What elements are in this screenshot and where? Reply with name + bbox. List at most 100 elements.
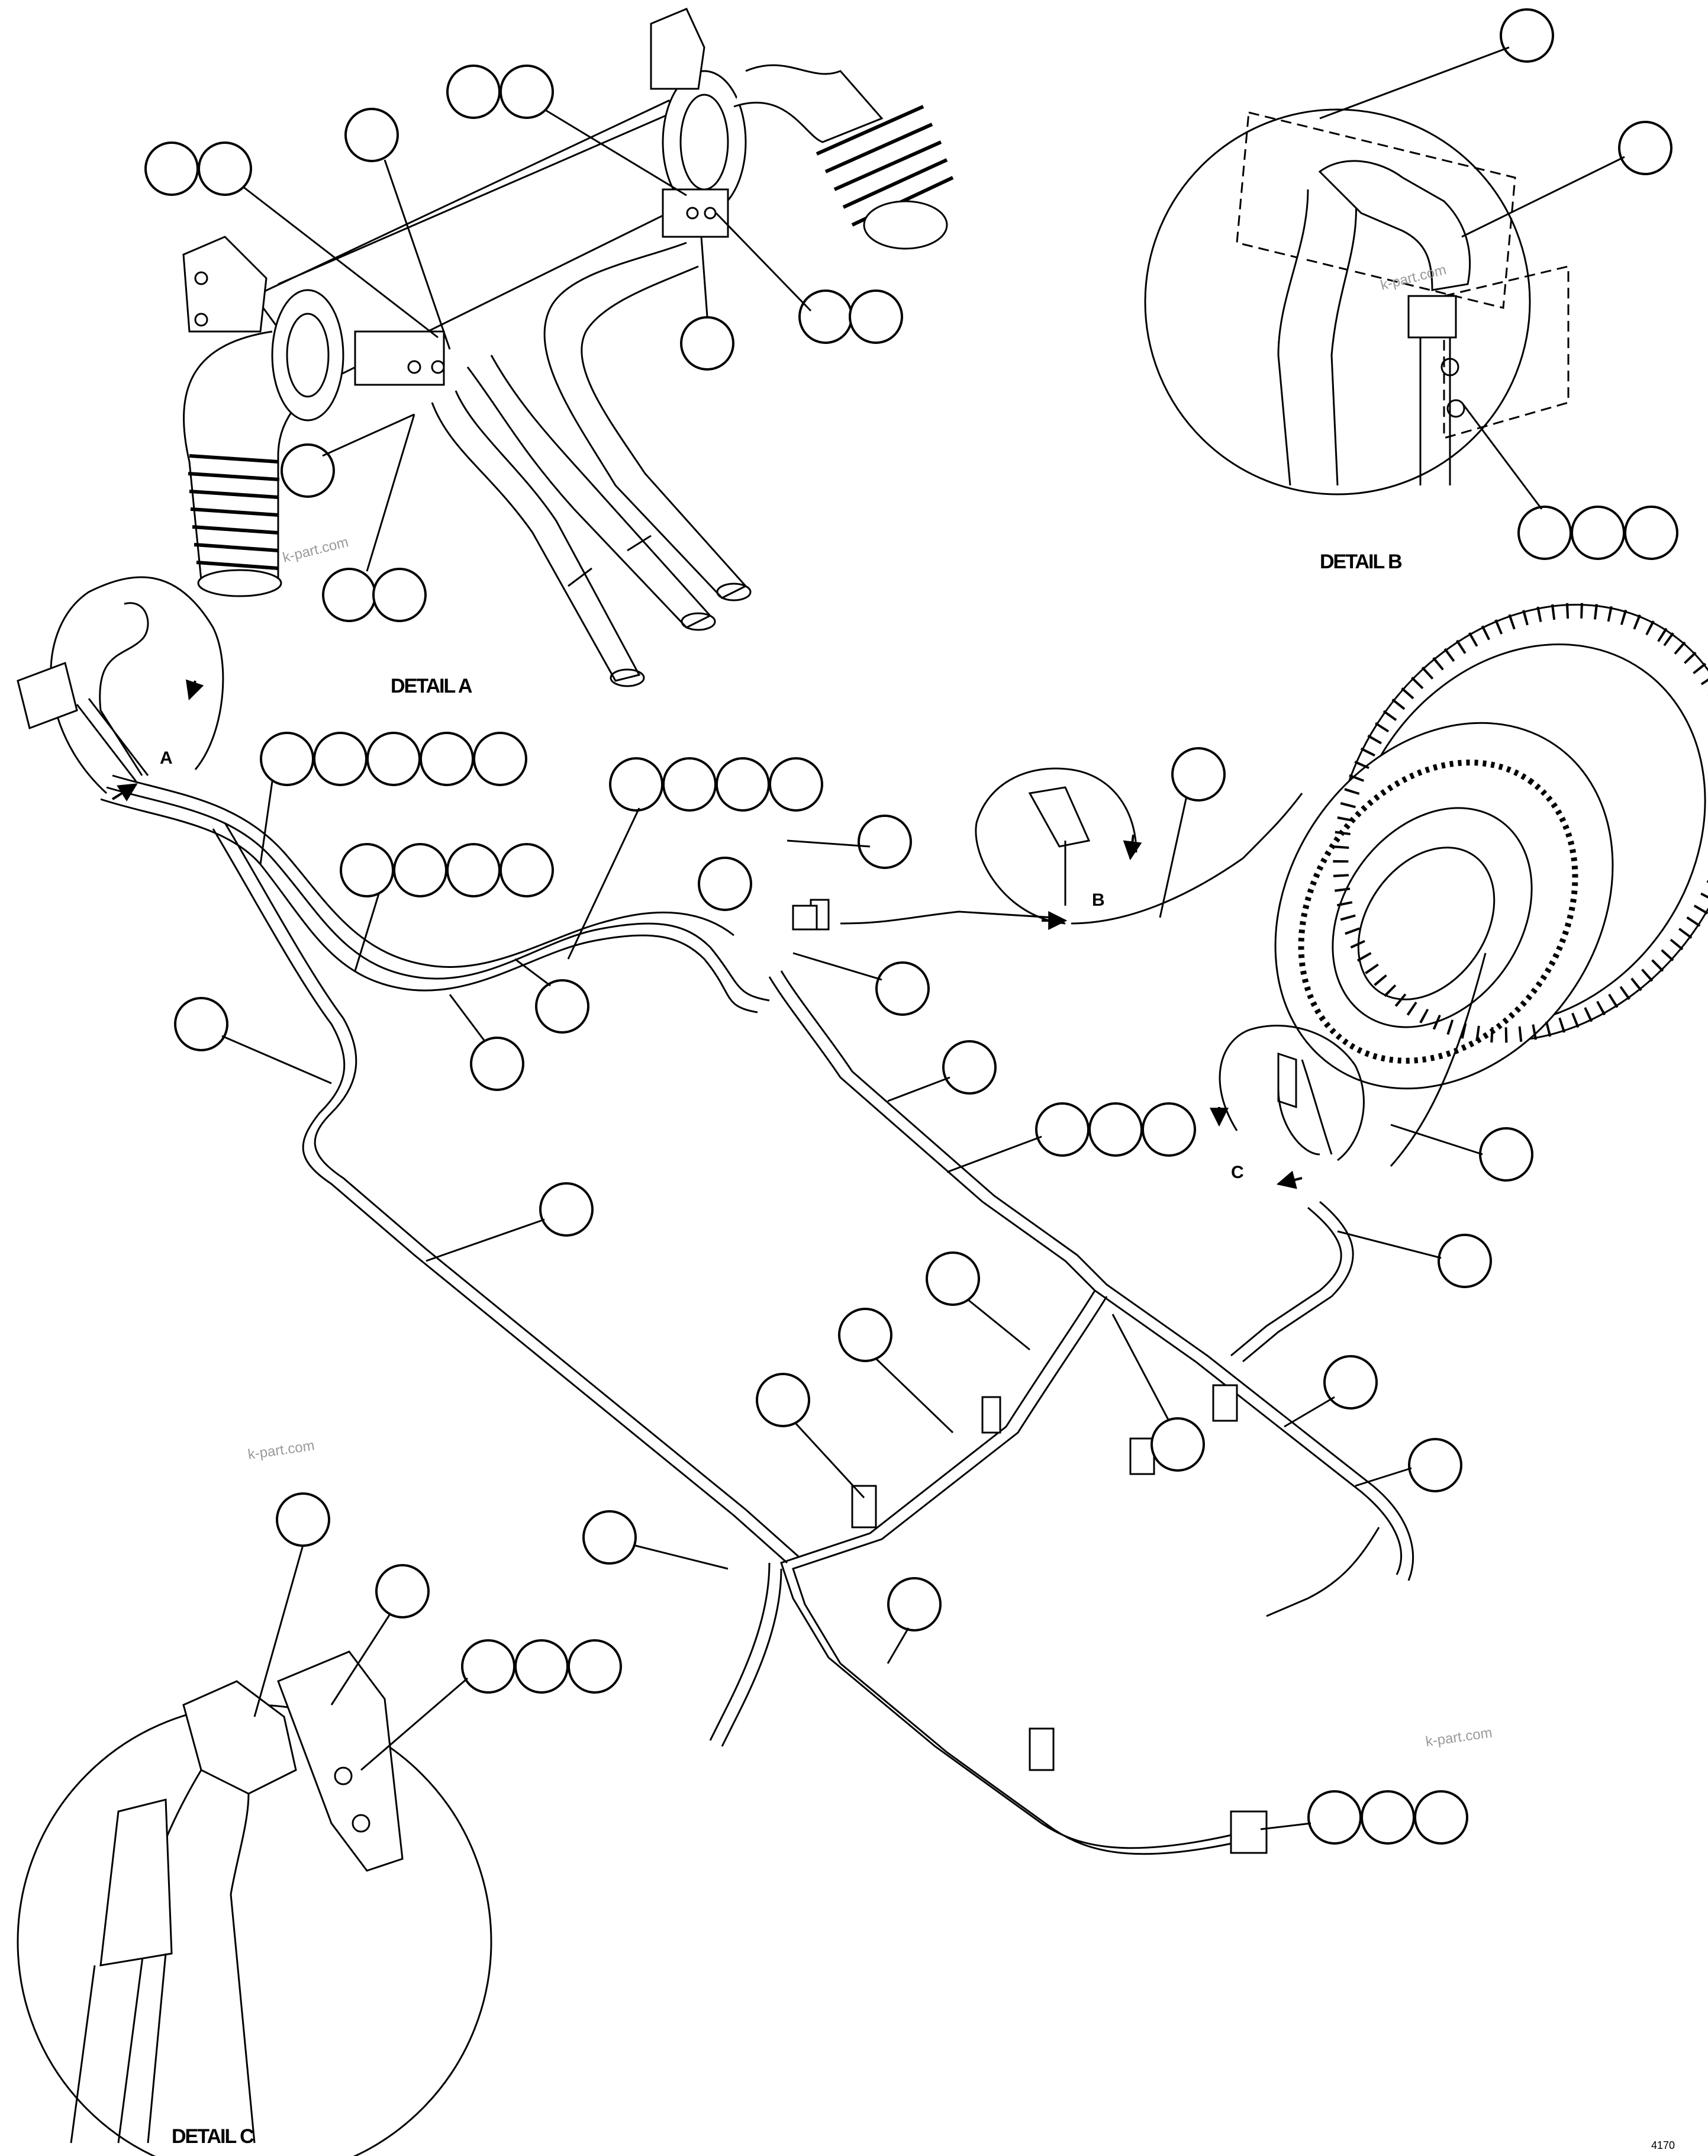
callout-balloon bbox=[313, 732, 368, 786]
detail-c-view bbox=[17, 1650, 492, 2156]
callout-balloon bbox=[858, 815, 912, 869]
callout-balloon bbox=[1414, 1790, 1468, 1845]
callout-balloon bbox=[1618, 121, 1672, 175]
leader-lines bbox=[221, 46, 1625, 1830]
detail-b-fitting bbox=[1407, 295, 1457, 339]
tube-lower-left bbox=[709, 1562, 771, 1741]
callout-balloon bbox=[1408, 1438, 1462, 1492]
flywheel-assembly bbox=[1274, 603, 1708, 1090]
view-letter-a: A bbox=[160, 748, 173, 768]
left-mounting-bracket bbox=[182, 236, 268, 333]
callout-balloon bbox=[366, 732, 421, 786]
figure-code: 4170 bbox=[1651, 2139, 1675, 2151]
detail-c-title: DETAIL C bbox=[172, 2125, 254, 2148]
detail-b-bracket-outline bbox=[1236, 111, 1516, 309]
callout-balloon bbox=[582, 1510, 637, 1565]
callout-balloon bbox=[609, 757, 663, 812]
connector-bottom bbox=[1230, 1810, 1268, 1854]
callout-balloon bbox=[260, 732, 314, 786]
callout-balloon bbox=[1088, 1102, 1143, 1157]
tube-bottom-right bbox=[1266, 1527, 1380, 1617]
detail-b-inset-circle bbox=[975, 767, 1137, 925]
callout-balloon bbox=[470, 1037, 524, 1091]
callout-balloon bbox=[473, 732, 527, 786]
callout-balloon bbox=[340, 843, 394, 897]
detail-b-hose-left bbox=[1277, 189, 1358, 486]
callout-balloon bbox=[539, 1182, 594, 1237]
callout-balloon bbox=[1517, 506, 1572, 560]
watermark: k-part.com bbox=[247, 1437, 315, 1463]
callout-balloon bbox=[798, 289, 853, 344]
callout-balloon bbox=[174, 997, 228, 1051]
callout-balloon bbox=[1323, 1355, 1378, 1410]
detail-a-inset bbox=[17, 576, 224, 802]
callout-balloon bbox=[1361, 1790, 1415, 1845]
callout-balloon bbox=[662, 757, 717, 812]
detail-c-fitting bbox=[182, 1680, 297, 1795]
callout-balloon bbox=[372, 568, 427, 622]
right-elbow-pipe bbox=[733, 64, 884, 143]
callout-balloons bbox=[144, 8, 1678, 1845]
callout-balloon bbox=[276, 1492, 330, 1547]
callout-balloon bbox=[461, 1639, 515, 1694]
callout-balloon bbox=[344, 108, 399, 162]
callout-balloon bbox=[322, 568, 376, 622]
harness-clamp bbox=[851, 1485, 877, 1528]
detail-a-hose-3 bbox=[543, 242, 747, 599]
tube-left-down bbox=[212, 828, 788, 1564]
callout-balloon bbox=[698, 857, 752, 911]
detail-a-view bbox=[182, 8, 954, 687]
left-flange bbox=[271, 289, 344, 421]
tube-right-c bbox=[1242, 1201, 1354, 1363]
callout-balloon bbox=[393, 843, 447, 897]
detail-a-hose-1 bbox=[431, 390, 641, 682]
callout-balloon bbox=[1500, 8, 1554, 63]
right-clamp-block bbox=[662, 188, 729, 238]
cooler-body-edge bbox=[278, 105, 687, 285]
detail-b-inset bbox=[975, 767, 1142, 930]
callout-balloon bbox=[716, 757, 770, 812]
callout-balloon bbox=[849, 289, 903, 344]
callout-balloon bbox=[198, 141, 252, 196]
callout-balloon bbox=[838, 1308, 892, 1362]
detail-c-hose-sleeve bbox=[99, 1798, 173, 1967]
callout-balloon bbox=[144, 141, 199, 196]
callout-balloon bbox=[514, 1639, 569, 1694]
left-clamp-block bbox=[354, 330, 445, 386]
callout-balloon bbox=[1151, 1417, 1205, 1472]
callout-balloon bbox=[420, 732, 474, 786]
detail-a-arrow bbox=[185, 679, 204, 701]
tube-to-b bbox=[840, 793, 1303, 925]
view-letter-c: C bbox=[1231, 1163, 1244, 1182]
right-corrugated-hose bbox=[816, 105, 954, 250]
callout-balloon bbox=[446, 65, 501, 119]
callout-balloon bbox=[1142, 1102, 1196, 1157]
tube-bundle-upper-3 bbox=[112, 774, 734, 968]
watermark: k-part.com bbox=[281, 534, 350, 566]
detail-b-elbow bbox=[1318, 160, 1471, 291]
callout-balloon bbox=[887, 1577, 942, 1632]
view-letter-b: B bbox=[1092, 890, 1105, 910]
watermark: k-part.com bbox=[1425, 1724, 1493, 1750]
callout-balloon bbox=[446, 843, 501, 897]
callout-balloon bbox=[375, 1564, 430, 1618]
tube-bundle-upper-2 bbox=[106, 786, 770, 1002]
callout-balloon bbox=[1035, 1102, 1090, 1157]
callout-balloon bbox=[1307, 1790, 1362, 1845]
tube-mid-branch bbox=[780, 1290, 1232, 1849]
callout-balloon bbox=[942, 1040, 997, 1095]
detail-a-title: DETAIL A bbox=[391, 675, 472, 697]
tube-flywheel-to-c bbox=[1390, 952, 1487, 1167]
callout-balloon bbox=[1571, 506, 1625, 560]
detail-b-view bbox=[1144, 108, 1570, 495]
callout-balloon bbox=[535, 979, 589, 1034]
detail-b-title: DETAIL B bbox=[1320, 551, 1402, 573]
callout-balloon bbox=[926, 1251, 980, 1306]
callout-balloon bbox=[756, 1373, 810, 1427]
detail-c-inset-circle bbox=[1219, 1025, 1365, 1161]
detail-c-bracket bbox=[277, 1650, 404, 1872]
callout-balloon bbox=[875, 961, 930, 1016]
left-corrugated-hose bbox=[188, 454, 282, 597]
right-mounting-bracket bbox=[650, 8, 705, 90]
